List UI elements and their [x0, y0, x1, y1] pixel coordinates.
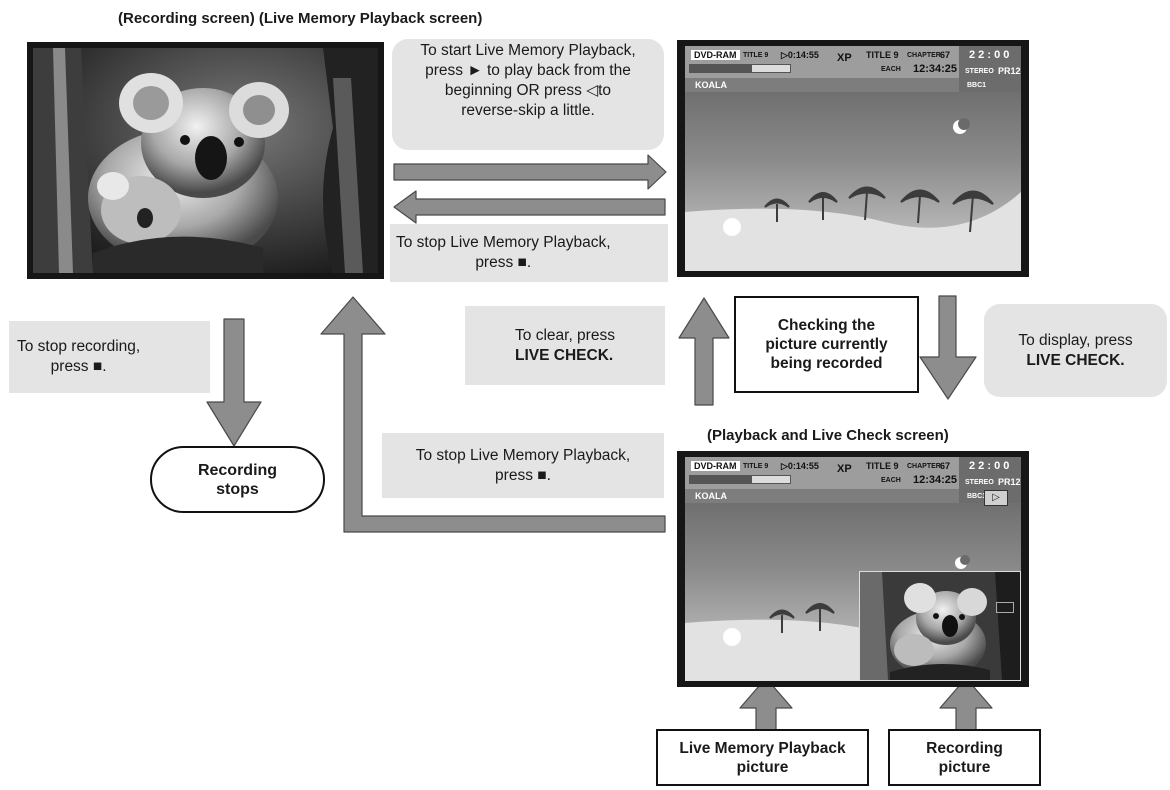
arrow-display-icon — [919, 295, 977, 400]
crescent-moon-icon — [953, 118, 970, 134]
box-line: picture — [938, 758, 991, 776]
note-display: To display, press LIVE CHECK. — [984, 304, 1167, 397]
note-line: press ■. — [50, 358, 107, 375]
osd-elapsed: ▷0:14:55 — [781, 461, 819, 471]
play-indicator-icon: ▷ — [984, 490, 1008, 506]
osd-mode: XP — [837, 463, 852, 475]
arrow-to-live-memory-icon — [393, 154, 667, 190]
osd-clock: 12:34:25 — [913, 474, 958, 486]
crescent-moon-icon — [955, 555, 970, 569]
osd-program: KOALA — [695, 491, 727, 501]
note-line: LIVE CHECK. — [515, 346, 614, 364]
note-start-playback: To start Live Memory Playback, press ► t… — [392, 39, 664, 150]
arrow-recording-picture-icon — [939, 677, 993, 732]
beach-scene — [685, 118, 1021, 271]
box-line: Recording — [197, 461, 278, 479]
note-line: beginning OR press ◁to — [444, 82, 612, 99]
koala-photo-icon — [860, 572, 1020, 680]
osd-chapter-label: CHAPTER — [907, 52, 941, 59]
osd-channel: PR12 — [998, 66, 1021, 76]
osd-station: BBC1 — [967, 82, 987, 89]
osd-program: KOALA — [695, 80, 727, 90]
note-line: press ■. — [495, 466, 551, 484]
arrow-live-memory-picture-icon — [739, 677, 793, 732]
recording-screen — [27, 42, 384, 279]
osd-title-right: TITLE 9 — [866, 50, 899, 60]
live-memory-playback-screen: DVD-RAM TITLE 9 ▷0:14:55 XP TITLE 9 CHAP… — [677, 40, 1029, 277]
note-line: press ■. — [475, 254, 532, 271]
osd-title-left: TITLE 9 — [743, 52, 769, 59]
playback-live-check-screen-label: (Playback and Live Check screen) — [707, 427, 949, 444]
note-clear: To clear, press LIVE CHECK. — [465, 306, 665, 385]
osd-mode: XP — [837, 52, 852, 64]
note-line: To clear, press — [515, 326, 615, 344]
osd-clock: 12:34:25 — [913, 63, 958, 75]
live-memory-screen-label: (Live Memory Playback screen) — [258, 10, 483, 27]
box-line: picture currently — [765, 336, 888, 353]
headers-top: (Recording screen) (Live Memory Playback… — [118, 10, 482, 27]
palm-tree-icon — [764, 186, 994, 233]
osd-channel: PR12 — [998, 477, 1021, 487]
playback-live-check-screen: DVD-RAM TITLE 9 ▷0:14:55 XP TITLE 9 CHAP… — [677, 451, 1029, 687]
box-line: being recorded — [770, 355, 883, 372]
osd-station: BBC1 — [967, 493, 987, 500]
box-line: Checking the — [777, 317, 876, 334]
koala-photo-icon — [33, 48, 378, 273]
box-line: stops — [216, 480, 259, 498]
box-line: Live Memory Playback — [679, 739, 846, 757]
osd-bar: DVD-RAM TITLE 9 ▷0:14:55 XP TITLE 9 CHAP… — [685, 457, 1021, 503]
arrow-to-recording-icon — [393, 190, 666, 224]
osd-chapter: 67 — [940, 461, 951, 471]
box-line: picture — [736, 758, 789, 776]
note-line: To stop Live Memory Playback, — [415, 446, 631, 464]
arrow-return-icon — [320, 296, 666, 533]
osd-chapter: 67 — [940, 50, 951, 60]
osd-elapsed: ▷0:14:55 — [781, 50, 819, 60]
checking-box: Checking the picture currently being rec… — [734, 296, 919, 393]
note-line: To start Live Memory Playback, — [420, 42, 636, 59]
recording-pip — [859, 571, 1021, 681]
osd-bar: DVD-RAM TITLE 9 ▷0:14:55 XP TITLE 9 CHAP… — [685, 46, 1021, 92]
note-line: To stop recording, — [17, 338, 141, 355]
recording-screen-label: (Recording screen) — [118, 10, 255, 27]
note-stop-recording: To stop recording, press ■. — [9, 321, 210, 393]
note-line: To display, press — [1018, 331, 1133, 349]
note-line: press ► to play back from the — [425, 62, 631, 79]
osd-stereo: STEREO — [965, 479, 994, 486]
osd-stereo: STEREO — [965, 68, 994, 75]
osd-chapter-label: CHAPTER — [907, 463, 941, 470]
box-line: Recording — [926, 739, 1003, 757]
note-stop-playback-top: To stop Live Memory Playback, press ■. — [390, 224, 668, 282]
osd-title-left: TITLE 9 — [743, 463, 769, 470]
live-memory-picture-box: Live Memory Playback picture — [656, 729, 869, 786]
note-stop-playback-bottom: To stop Live Memory Playback, press ■. — [382, 433, 664, 498]
osd-media: DVD-RAM — [691, 50, 740, 60]
osd-media: DVD-RAM — [691, 461, 740, 471]
note-line: To stop Live Memory Playback, — [396, 234, 611, 251]
note-line: reverse-skip a little. — [461, 102, 595, 119]
osd-title-right: TITLE 9 — [866, 461, 899, 471]
osd-each: EACH — [881, 477, 901, 484]
arrow-stop-recording-icon — [206, 318, 262, 447]
recording-picture-box: Recording picture — [888, 729, 1041, 786]
palm-tree-icon — [769, 603, 835, 633]
arrow-clear-icon — [678, 297, 730, 406]
osd-each: EACH — [881, 66, 901, 73]
osd-time: 2 2 : 0 0 — [969, 49, 1010, 61]
osd-time: 2 2 : 0 0 — [969, 460, 1010, 472]
note-line: LIVE CHECK. — [1026, 351, 1125, 369]
recording-stops-box: Recording stops — [150, 446, 325, 513]
